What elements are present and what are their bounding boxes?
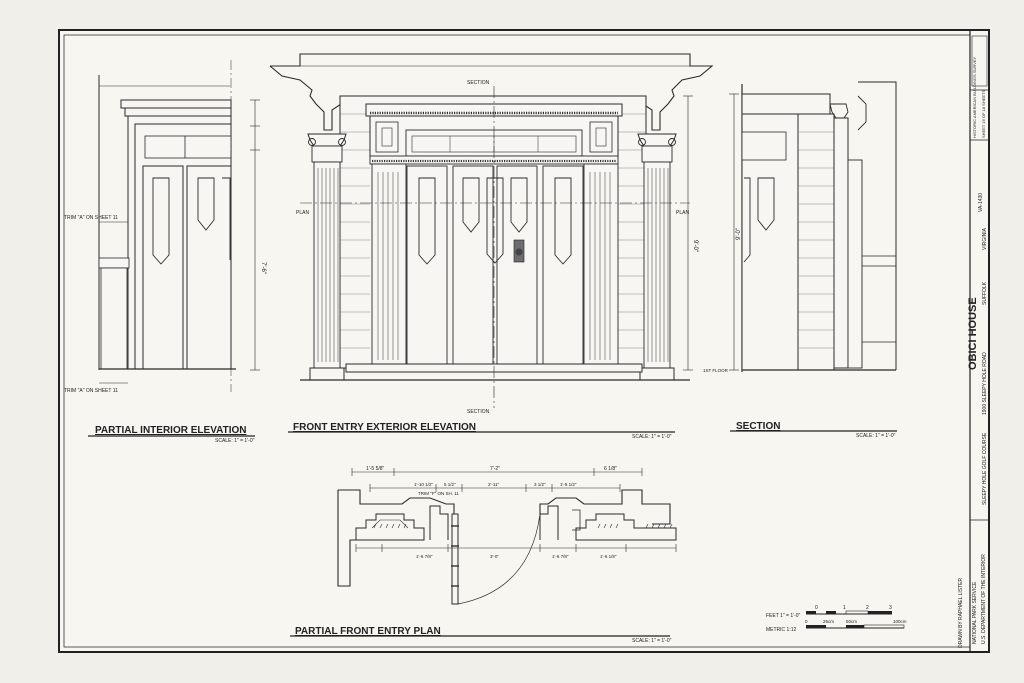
section-drawing — [729, 81, 897, 372]
scale-metric-tick-1: 25cm — [823, 619, 834, 624]
plan-dim-bottom-4: 1'-6 1/8" — [600, 554, 617, 559]
plan-trim-note: TRIM "F" ON SH. 11 — [418, 491, 459, 496]
section-marker-top: SECTION — [467, 80, 490, 86]
survey-number: VA-1430 — [978, 193, 984, 212]
section-title: SECTION — [736, 421, 780, 432]
plan-title: PARTIAL FRONT ENTRY PLAN — [295, 626, 441, 637]
interior-trim-note-bottom: TRIM "A" ON SHEET 11 — [64, 388, 118, 394]
scale-feet-tick-0: 0 — [815, 605, 818, 611]
scale-metric-tick-0: 0 — [805, 619, 808, 624]
interior-elevation-title: PARTIAL INTERIOR ELEVATION — [95, 425, 246, 436]
scale-feet-tick-2: 2 — [866, 605, 869, 611]
agency-line-2: U.S. DEPARTMENT OF THE INTERIOR — [981, 554, 987, 644]
scale-metric-label: METRIC 1:12 — [766, 627, 797, 633]
scale-metric-tick-3: 100cm — [893, 619, 907, 624]
interior-elevation-scale: SCALE: 1" = 1'-0" — [215, 438, 255, 444]
scale-metric-tick-2: 50cm — [846, 619, 857, 624]
plan-dim-bottom-1: 1'-6 7/8" — [416, 554, 433, 559]
project-name: OBICI HOUSE — [967, 297, 979, 370]
plan-dim-bottom-2: 3'-0" — [490, 554, 499, 559]
first-floor-label: 1ST FLOOR — [703, 368, 729, 373]
sheet-number: SHEET 16 OF 18 SHEETS — [981, 90, 986, 138]
title-block — [970, 35, 989, 521]
drawn-by: DRAWN BY RAPHAEL LISTER — [958, 578, 964, 648]
front-elevation-scale: SCALE: 1" = 1'-0" — [632, 434, 672, 440]
address-city: SUFFOLK — [982, 281, 988, 305]
address-state: VIRGINIA — [982, 227, 988, 250]
front-elevation-title: FRONT ENTRY EXTERIOR ELEVATION — [293, 422, 476, 433]
agency-line-1: NATIONAL PARK SERVICE — [972, 581, 978, 644]
entry-plan-drawing — [337, 468, 677, 605]
plan-marker-left: PLAN — [296, 210, 309, 216]
address-line-1: SLEEPY HOLE GOLF COURSE — [982, 432, 988, 505]
section-height-dim: 9'-0" — [736, 228, 742, 240]
plan-dim-top-2: 7'-2" — [490, 466, 500, 472]
section-scale: SCALE: 1" = 1'-0" — [856, 433, 896, 439]
plan-dim-mid-4: 3 1/2" — [534, 482, 546, 487]
interior-height-dim: 7'-6" — [260, 262, 266, 274]
plan-dim-mid-2: 5 1/2" — [444, 482, 456, 487]
scale-feet-label: FEET 1" = 1'-0" — [766, 613, 801, 619]
plan-marker-right: PLAN — [676, 210, 689, 216]
plan-dim-mid-3: 2'-11" — [488, 482, 500, 487]
front-entry-elevation-drawing — [269, 53, 714, 408]
front-height-dim: 9'-0" — [692, 240, 698, 252]
survey-name: HISTORIC AMERICAN BUILDINGS SURVEY — [972, 56, 977, 138]
plan-scale: SCALE: 1" = 1'-0" — [632, 638, 672, 644]
address-line-2: 1900 SLEEPY HOLE ROAD — [982, 352, 988, 415]
interior-trim-note-top: TRIM "A" ON SHEET 11 — [64, 215, 118, 221]
plan-dim-mid-1: 1'-10 1/2" — [414, 482, 433, 487]
graphic-scale-bar — [806, 610, 905, 629]
plan-dim-top-3: 6 1/8" — [604, 466, 617, 472]
plan-dim-mid-5: 1'-5 1/2" — [560, 482, 577, 487]
section-marker-bottom: SECTION — [467, 409, 490, 415]
plan-dim-bottom-3: 1'-6 7/8" — [552, 554, 569, 559]
plan-dim-top-1: 1'-5 5/8" — [366, 466, 385, 472]
scale-feet-tick-3: 3 — [889, 605, 892, 611]
scale-feet-tick-1: 1 — [843, 605, 846, 611]
interior-elevation-drawing — [98, 60, 260, 392]
